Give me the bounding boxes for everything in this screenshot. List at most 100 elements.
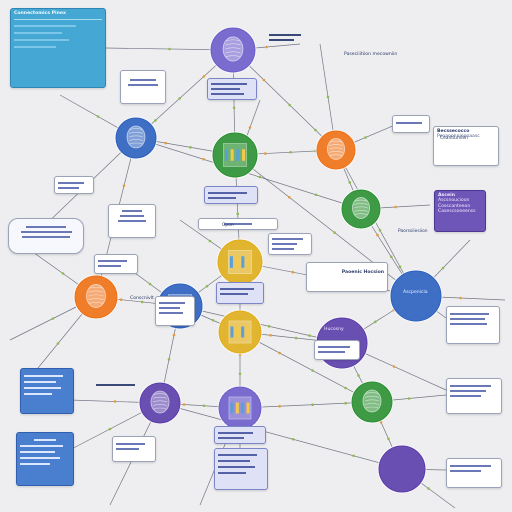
left-mid-card: [54, 176, 94, 194]
node-n9[interactable]: [389, 269, 443, 323]
connection-dot: [148, 282, 152, 286]
connection-dot: [96, 115, 100, 118]
connection-dot: [172, 333, 176, 337]
connection-dot: [267, 325, 271, 328]
node-n12[interactable]: [138, 381, 182, 425]
node-layer: [73, 26, 443, 494]
connection-dot: [189, 146, 192, 149]
purple-info-box: Ascein Ascsnoucioon Cosscanteeon Casescs…: [434, 190, 486, 232]
connection-dot: [238, 372, 242, 376]
circuit-icon: [223, 143, 247, 167]
brain-icon: [86, 284, 106, 308]
n11-info-box: [314, 340, 360, 360]
edge-n4-n9: [335, 149, 417, 297]
left-bubble-card: [8, 218, 84, 254]
n3-caption-box: [204, 186, 258, 204]
connection-dot: [51, 317, 55, 320]
connection-dot: [108, 427, 112, 431]
brain-icon: [327, 138, 345, 160]
connection-dot: [389, 255, 393, 259]
connection-dot: [311, 369, 314, 372]
connection-dot: [278, 404, 281, 408]
connection-dot: [211, 319, 215, 322]
left-top-card: [120, 70, 166, 104]
top-link-label: Paseciiitiion mecowniin: [344, 52, 398, 57]
connection-dot: [113, 400, 117, 403]
connection-dot: [140, 300, 144, 304]
purple-box-row-2: Cosscanteeon: [438, 203, 471, 209]
node-n4[interactable]: [315, 129, 357, 171]
node-n3[interactable]: [211, 131, 259, 179]
n9-caption: Paoenic Hocsion: [341, 270, 384, 275]
node-n7[interactable]: [73, 274, 119, 320]
connection-dot: [308, 334, 311, 337]
n4-caption: Ceantiumien: [440, 136, 468, 141]
connection-dot: [61, 272, 65, 275]
connection-dot: [352, 454, 355, 458]
center-left-card: [108, 204, 156, 238]
connection-dot: [344, 401, 347, 405]
node-n6[interactable]: [216, 238, 264, 286]
node-n13[interactable]: [217, 385, 263, 431]
node-n2[interactable]: [114, 116, 158, 160]
connection-dot: [394, 205, 397, 209]
connection-dot: [357, 374, 360, 377]
connection-dot: [269, 334, 272, 337]
connection-dot: [202, 158, 205, 161]
connection-dot: [344, 386, 347, 390]
connection-dot: [119, 298, 123, 302]
connection-dot: [232, 106, 236, 110]
node-n15[interactable]: [377, 444, 427, 494]
circuit-icon: [228, 320, 252, 344]
n4-tab-box: [392, 115, 430, 133]
connection-dot: [427, 487, 430, 490]
connection-dot: [398, 265, 402, 269]
connection-dot: [168, 47, 171, 51]
connection-dot: [459, 296, 462, 300]
n8-info-box: [155, 296, 195, 326]
brain-icon: [222, 36, 244, 62]
lower-left-blue-box: [16, 432, 74, 486]
node-n5[interactable]: [340, 188, 382, 230]
n6-caption: Gpon: [222, 223, 234, 228]
edge-n12-n15: [159, 402, 403, 470]
connection-dot: [374, 320, 377, 324]
connection-dot: [202, 75, 206, 78]
connection-dot: [348, 181, 352, 184]
node-n10[interactable]: [217, 309, 263, 355]
connection-dot: [364, 136, 367, 139]
node-circle: [390, 270, 442, 322]
connection-dot: [208, 239, 212, 243]
node-n14[interactable]: [350, 380, 394, 424]
connection-dot: [264, 152, 267, 155]
purple-box-row-3: Casescsoeeenss: [438, 209, 476, 215]
n11-caption: Hucosny: [324, 327, 344, 332]
connection-dot: [236, 212, 240, 216]
connection-dot: [291, 270, 295, 274]
connection-dot: [407, 397, 411, 400]
connection-dot: [182, 403, 186, 406]
connection-dot: [311, 403, 314, 407]
connection-dot: [441, 266, 445, 270]
connection-dot: [314, 193, 318, 197]
n8-caption: Conscnivlt: [130, 296, 154, 301]
connection-dot: [333, 231, 336, 234]
connection-dot: [278, 351, 281, 355]
connection-dot: [288, 196, 291, 199]
connection-dot: [376, 233, 379, 237]
circuit-icon: [228, 396, 252, 420]
node-n1[interactable]: [209, 26, 257, 74]
edge-n1-n4: [232, 49, 337, 151]
legend-title: Connectomics Pinex: [14, 11, 66, 16]
n10-caption-box: [216, 282, 264, 304]
n4-box-title: Becssecocco: [437, 129, 470, 134]
connection-dot: [262, 78, 266, 82]
n7-upper-card: [94, 254, 138, 274]
n14-link-label: Paorssiiesiion: [398, 229, 428, 234]
edge-n10-n14: [239, 331, 373, 403]
connection-dot: [387, 437, 390, 441]
n9-side-label: Ascpenicia: [403, 290, 428, 295]
node-circle: [378, 445, 426, 493]
